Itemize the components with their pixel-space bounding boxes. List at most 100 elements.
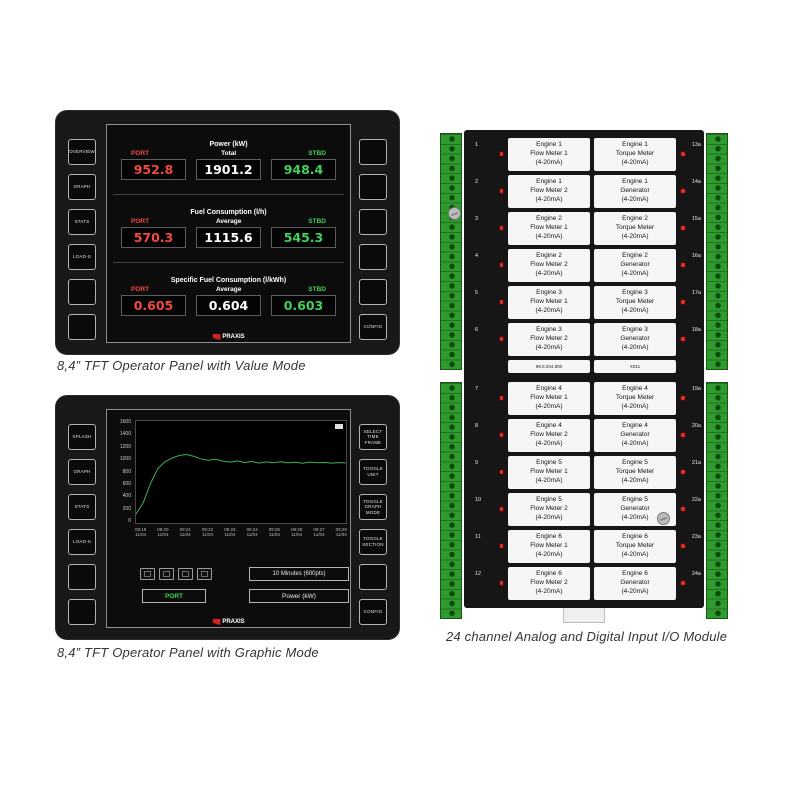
channel-led-icon	[499, 300, 503, 304]
io-part-number-row: 98.6.034.800 X011	[464, 360, 704, 373]
timeframe-selector[interactable]: 10 Minutes (600pts)	[249, 567, 349, 581]
source-selector[interactable]: PORT	[142, 589, 206, 603]
key-config[interactable]: CONFIG	[359, 599, 387, 625]
io-channel-row: 7 Engine 4 Flow Meter 1 (4-20mA) Engine …	[464, 382, 704, 415]
key-toggle-section[interactable]: TOGGLE SECTION	[359, 529, 387, 555]
panel-keys-right: SELECT TIME FRAME TOGGLE UNIT TOGGLE GRA…	[359, 424, 387, 625]
caption-value-panel: 8,4” TFT Operator Panel with Value Mode	[57, 358, 306, 373]
channel-led-icon	[681, 507, 685, 511]
spacer	[464, 360, 508, 373]
label-line: (4-20mA)	[621, 513, 649, 521]
key-loads[interactable]: LOAD-S	[68, 244, 96, 270]
channel-number: 8	[475, 423, 479, 429]
key-blank[interactable]	[359, 564, 387, 590]
chart-control-button-2[interactable]	[159, 568, 174, 580]
chart-control-button-3[interactable]	[178, 568, 193, 580]
key-blank[interactable]	[359, 209, 387, 235]
key-blank[interactable]	[68, 279, 96, 305]
channel-number: 13a	[691, 142, 701, 148]
io-label-card: Engine 1 Torque Meter (4-20mA)	[594, 138, 676, 171]
label-line: Flow Meter 2	[530, 504, 568, 512]
power-line-chart	[136, 421, 346, 523]
key-toggle-graph-mode[interactable]: TOGGLE GRAPH MODE	[359, 494, 387, 520]
label-line: (4-20mA)	[535, 269, 563, 277]
chart-control-button-1[interactable]	[140, 568, 155, 580]
label-line: Generator	[620, 260, 650, 268]
io-left-channel: 9	[464, 456, 508, 489]
channel-led-icon	[681, 544, 685, 548]
key-stats[interactable]: STATS	[68, 209, 96, 235]
brand-logo-text: PRAXIS	[222, 334, 245, 340]
chart-control-button-4[interactable]	[197, 568, 212, 580]
channel-number: 3	[475, 216, 479, 222]
channel-led-icon	[499, 396, 503, 400]
label-line: Engine 1	[622, 141, 648, 148]
key-splash[interactable]: SPLASH	[68, 424, 96, 450]
port-fuel-value: 570.3	[121, 227, 186, 248]
y-tick-label: 0	[128, 518, 131, 524]
io-label-card: Engine 1 Generator (4-20mA)	[594, 175, 676, 208]
label-line: (4-20mA)	[535, 306, 563, 314]
label-line: Engine 4	[622, 422, 648, 429]
key-config[interactable]: CONFIG	[359, 314, 387, 340]
channel-number: 16a	[691, 253, 701, 259]
io-channel-row: 2 Engine 1 Flow Meter 2 (4-20mA) Engine …	[464, 175, 704, 208]
y-tick-label: 400	[122, 493, 131, 500]
io-label-card: Engine 4 Generator (4-20mA)	[594, 419, 676, 452]
key-blank[interactable]	[359, 244, 387, 270]
io-channel-row: 4 Engine 2 Flow Meter 2 (4-20mA) Engine …	[464, 249, 704, 282]
key-stats[interactable]: STATS	[68, 494, 96, 520]
label-line: (4-20mA)	[535, 402, 563, 410]
unit-selector[interactable]: Power (kW)	[249, 589, 349, 603]
label-line: Generator	[620, 504, 650, 512]
label-line: Engine 6	[536, 533, 562, 540]
fuel-section: Fuel Consumption (l/h) PORT Average STBD…	[111, 209, 346, 248]
key-loads[interactable]: LOAD-S	[68, 529, 96, 555]
label-line: Flow Meter 1	[530, 541, 568, 549]
key-graph[interactable]: GRAPH	[68, 174, 96, 200]
io-channel-row: 1 Engine 1 Flow Meter 1 (4-20mA) Engine …	[464, 138, 704, 171]
label-line: Engine 5	[622, 496, 648, 503]
label-line: Flow Meter 1	[530, 297, 568, 305]
io-label-card: Engine 4 Flow Meter 1 (4-20mA)	[508, 382, 590, 415]
key-overview[interactable]: OVERVIEW	[68, 139, 96, 165]
key-blank[interactable]	[68, 564, 96, 590]
terminal-strip-right-bottom	[706, 382, 728, 619]
key-blank[interactable]	[359, 279, 387, 305]
channel-number: 19a	[691, 386, 701, 392]
channel-number: 18a	[691, 327, 701, 333]
label-line: Engine 6	[536, 570, 562, 577]
label-line: (4-20mA)	[621, 550, 649, 558]
y-tick-label: 600	[122, 480, 131, 487]
caption-io-module: 24 channel Analog and Digital Input I/O …	[446, 629, 728, 644]
label-line: (4-20mA)	[621, 587, 649, 595]
key-blank[interactable]	[359, 139, 387, 165]
channel-led-icon	[681, 396, 685, 400]
key-toggle-unit[interactable]: TOGGLE UNIT	[359, 459, 387, 485]
key-blank[interactable]	[359, 174, 387, 200]
label-line: (4-20mA)	[535, 513, 563, 521]
key-blank[interactable]	[68, 314, 96, 340]
channel-number: 4	[475, 253, 479, 259]
key-blank[interactable]	[68, 599, 96, 625]
io-label-card: Engine 6 Generator (4-20mA)	[594, 567, 676, 600]
total-label: Total	[221, 150, 237, 157]
y-tick-label: 800	[122, 468, 131, 475]
terminal-strip-left-bottom	[440, 382, 462, 619]
channel-number: 1	[475, 142, 479, 148]
key-select-timeframe[interactable]: SELECT TIME FRAME	[359, 424, 387, 450]
stbd-power-value: 948.4	[271, 159, 336, 180]
label-line: Engine 2	[536, 215, 562, 222]
channel-led-icon	[499, 581, 503, 585]
io-right-channel: 15a	[676, 212, 704, 245]
label-line: (4-20mA)	[621, 195, 649, 203]
io-label-card: Engine 3 Torque Meter (4-20mA)	[594, 286, 676, 319]
channel-number: 11	[475, 534, 481, 540]
section-divider	[113, 262, 344, 263]
key-graph[interactable]: GRAPH	[68, 459, 96, 485]
io-channel-row: 11 Engine 6 Flow Meter 1 (4-20mA) Engine…	[464, 530, 704, 563]
channel-led-icon	[499, 433, 503, 437]
